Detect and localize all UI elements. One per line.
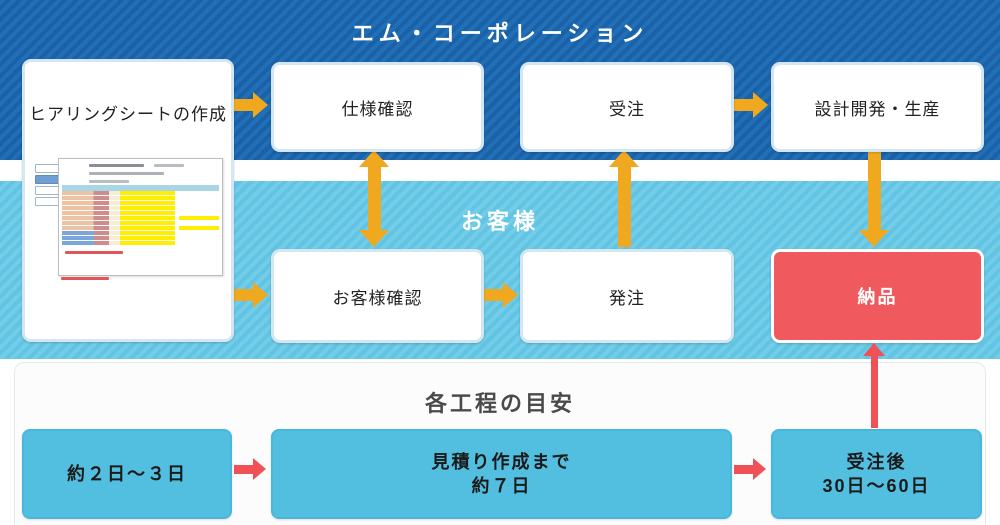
node-delivery-label: 納品 [857, 287, 898, 307]
sheet-company-line [89, 172, 164, 175]
arrow-hearing-to-customer-check [232, 282, 268, 308]
sheet-highlight-cell-1 [179, 216, 219, 220]
arrow-duration-to-delivery [863, 343, 885, 428]
duration-delivery-line1: 受注後 [846, 451, 907, 472]
sheet-blue-rows [62, 231, 94, 246]
duration-estimate-line2: 約７日 [471, 476, 532, 496]
node-order-received: 受注 [520, 62, 734, 152]
node-hearing-sheet: ヒアリングシートの作成 [22, 59, 234, 342]
duration-estimate-line1: 見積り作成まで [431, 451, 572, 472]
node-design-production-label: 設計開発・生産 [814, 99, 941, 119]
sheet-page [58, 158, 223, 276]
duration-hearing-label: 約２日～３日 [67, 463, 187, 484]
arrow-order-to-design [732, 92, 768, 118]
sheet-highlight-cell-2 [179, 226, 219, 230]
sheet-table-header [62, 185, 219, 191]
arrow-spec-customer-bidirectional [359, 150, 389, 247]
node-order-placed: 発注 [520, 249, 734, 343]
arrow-hearing-to-spec [232, 92, 268, 118]
sheet-title-line [89, 164, 144, 167]
arrow-customer-check-to-order-placed [482, 282, 518, 308]
sheet-red-note-1 [65, 251, 123, 254]
sheet-title-line2 [154, 164, 184, 167]
duration-delivery-line2: 30日～60日 [822, 476, 931, 496]
timeline-title: 各工程の目安 [424, 391, 575, 416]
node-order-placed-label: 発注 [609, 288, 645, 308]
lane-customer-title: お客様 [460, 209, 539, 234]
node-spec-check-label: 仕様確認 [341, 99, 414, 119]
arrow-design-to-delivery [859, 150, 889, 247]
node-customer-check-label: お客様確認 [332, 288, 423, 308]
node-customer-check: お客様確認 [271, 249, 484, 343]
duration-estimate-box: 見積り作成まで 約７日 [271, 429, 732, 519]
hearing-sheet-thumbnail [35, 158, 223, 280]
sheet-nav-links [35, 164, 60, 208]
duration-hearing-box: 約２日～３日 [22, 429, 232, 519]
node-spec-check: 仕様確認 [271, 62, 484, 152]
arrow-duration-1-to-2 [234, 458, 266, 480]
lane-company-title: エム・コーポレーション [351, 21, 649, 46]
node-hearing-sheet-label: ヒアリングシートの作成 [29, 105, 227, 124]
arrow-duration-2-to-3 [734, 458, 766, 480]
node-delivery: 納品 [771, 249, 984, 343]
sheet-red-note-2 [61, 277, 109, 280]
sheet-sub-line [89, 180, 129, 183]
duration-delivery-box: 受注後 30日～60日 [771, 429, 982, 519]
node-design-production: 設計開発・生産 [771, 62, 984, 152]
arrow-order-placed-to-order-received [609, 150, 639, 247]
node-order-received-label: 受注 [609, 99, 645, 119]
